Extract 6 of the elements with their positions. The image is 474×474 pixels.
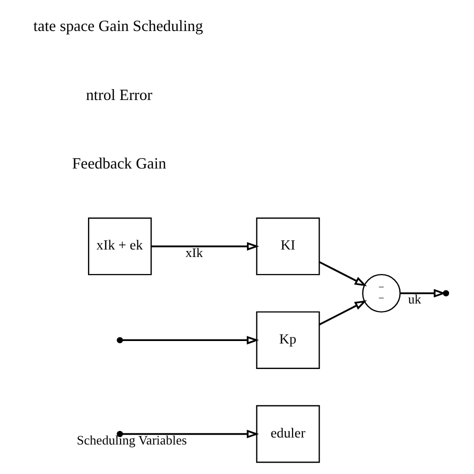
label: Feedback Gain bbox=[72, 155, 166, 172]
edge-label: xIk bbox=[185, 244, 202, 260]
edge-label: Scheduling Variables bbox=[76, 432, 186, 448]
edge-label: uk bbox=[408, 292, 421, 307]
label: ntrol Error bbox=[85, 86, 152, 104]
label: tate space Gain Scheduling bbox=[32, 18, 203, 36]
